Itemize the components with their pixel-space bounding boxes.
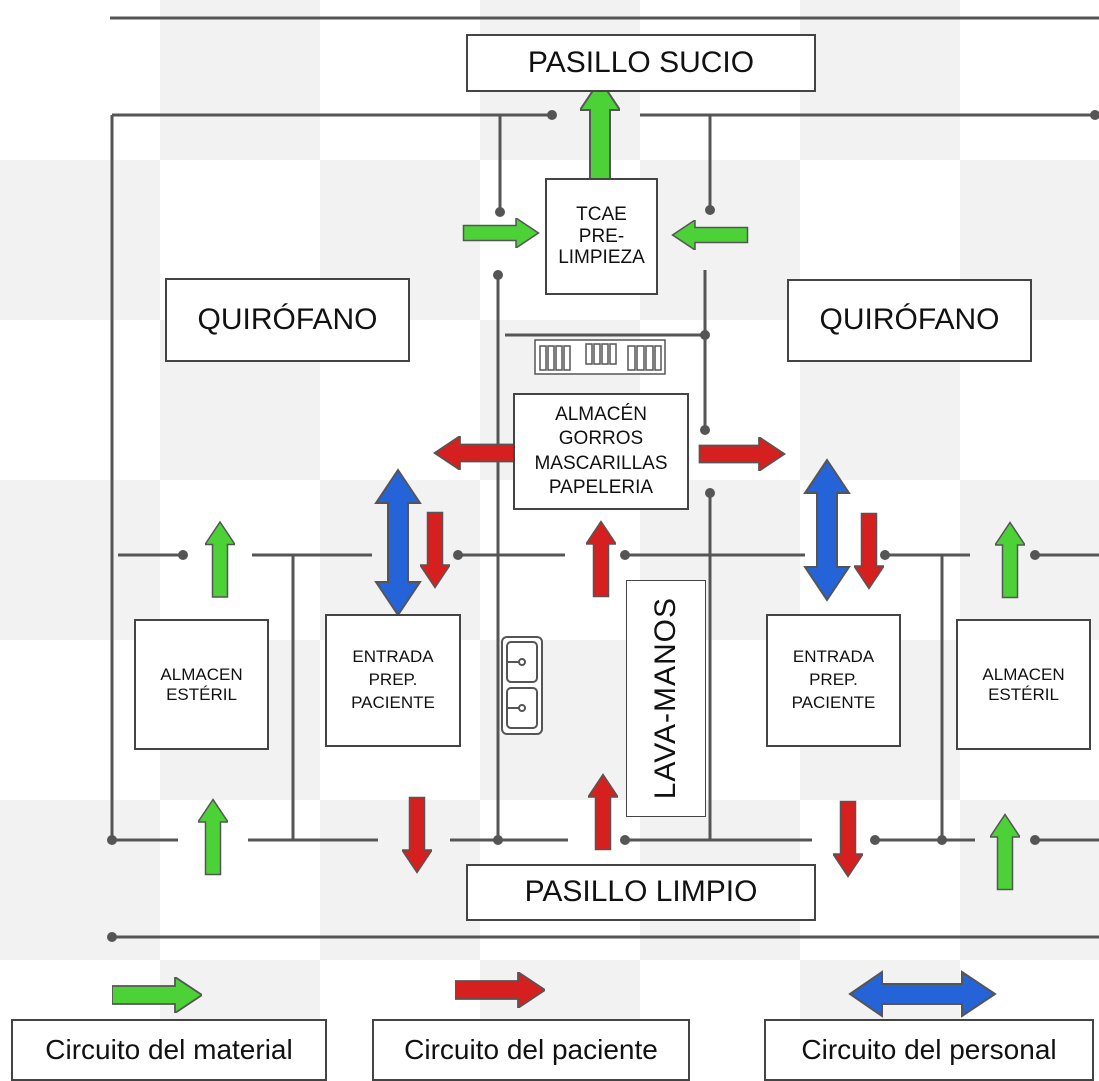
patient-arrow [833,800,863,878]
almacen-esteril-right: ALMACEN ESTÉRIL [956,619,1091,750]
almacen-esteril-line: ALMACEN [160,664,243,684]
entrada-prep-paciente-right: ENTRADA PREP. PACIENTE [766,614,901,747]
almacen-line: MASCARILLAS [534,452,668,474]
line-junction-dots [107,110,1099,942]
legend-material-arrow [112,977,202,1013]
material-arrow [990,813,1020,891]
patient-arrow [586,520,616,598]
pasillo-limpio-label: PASILLO LIMPIO [466,864,816,921]
material-arrow [671,220,749,250]
patient-arrow [420,511,450,589]
almacen-esteril-line: ESTÉRIL [988,684,1059,704]
legend-personal: Circuito del personal [764,1019,1094,1081]
almacen-line: PAPELERIA [548,476,654,498]
personnel-arrow [803,458,851,602]
almacen-esteril-line: ESTÉRIL [166,684,237,704]
patient-arrow [433,436,521,470]
entrada-line: ENTRADA [352,647,434,667]
almacen-line: ALMACÉN [555,403,647,425]
material-arrow [205,521,235,598]
quirofano-right: QUIRÓFANO [787,279,1032,362]
almacen-esteril-left: ALMACEN ESTÉRIL [134,619,269,750]
entrada-line: ENTRADA [792,647,875,667]
tcae-line: LIMPIEZA [558,247,645,269]
patient-arrow [854,512,884,590]
material-arrow [580,80,620,180]
entrada-line: PACIENTE [351,692,435,712]
lava-manos-label: LAVA-MANOS [648,597,682,800]
almacen-central-box: ALMACÉN GORROS MASCARILLAS PAPELERIA [513,393,689,510]
almacen-esteril-line: ALMACEN [982,664,1065,684]
lava-manos-box: LAVA-MANOS [626,580,706,817]
entrada-line: PREP. [368,670,418,690]
patient-arrow [588,773,618,851]
legend-personnel-arrow [848,970,997,1018]
entrada-prep-paciente-left: ENTRADA PREP. PACIENTE [325,614,461,747]
material-arrow [462,218,540,248]
legend-paciente: Circuito del paciente [372,1019,690,1081]
patient-arrow [698,437,786,471]
almacen-line: GORROS [558,428,644,450]
entrada-line: PREP. [809,670,858,690]
tcae-line: PRE- [578,225,625,247]
material-arrow [995,521,1025,599]
quirofano-left: QUIRÓFANO [165,278,410,362]
material-arrow [198,798,228,876]
entrada-line: PACIENTE [791,692,876,712]
structure-lines [110,16,1099,939]
legend-patient-arrow [455,972,545,1008]
tcae-prelimpieza-box: TCAE PRE- LIMPIEZA [545,178,658,295]
pasillo-sucio-label: PASILLO SUCIO [466,34,816,92]
personnel-arrow [374,468,422,617]
patient-arrow [402,796,432,874]
shelf-icon [534,339,666,375]
sink-icon [501,636,543,735]
tcae-line: TCAE [576,203,627,225]
